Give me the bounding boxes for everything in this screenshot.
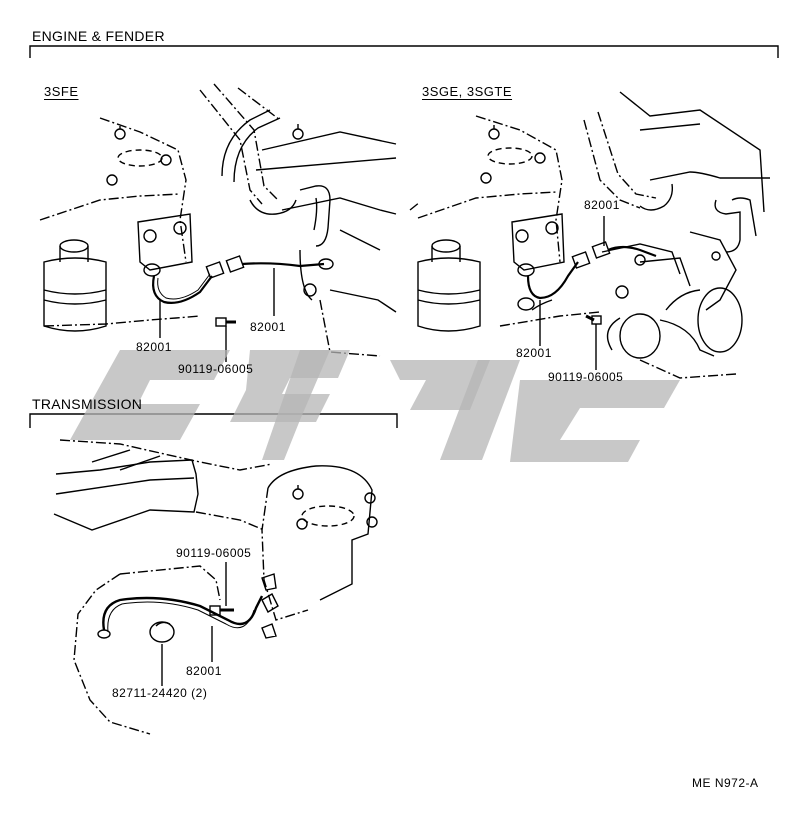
panel-title-3sfe: 3SFE (44, 84, 79, 99)
part-label-82001-left-b: 82001 (250, 320, 286, 334)
figure-code: ME N972-A (692, 776, 759, 790)
section-transmission: TRANSMISSION (32, 396, 143, 412)
right-engine-drawing (409, 91, 770, 379)
part-label-bolt-transmission: 90119-06005 (176, 546, 252, 560)
panel-title-3sge-3sgte: 3SGE, 3SGTE (422, 84, 513, 99)
part-label-clamp: 82711-24420 (2) (112, 686, 208, 700)
transmission-drawing (53, 439, 378, 735)
watermark-logo (70, 350, 680, 462)
part-label-82001-right-top: 82001 (584, 198, 620, 212)
part-label-82001-left-a: 82001 (136, 340, 172, 354)
left-engine-drawing (39, 83, 397, 362)
part-label-82001-transmission: 82001 (186, 664, 222, 678)
engine-fender-bracket (29, 45, 779, 58)
part-label-82001-right-bottom: 82001 (516, 346, 552, 360)
part-label-bolt-right: 90119-06005 (548, 370, 624, 384)
section-engine-fender: ENGINE & FENDER (32, 28, 165, 44)
transmission-bracket (29, 413, 398, 428)
part-label-bolt-left: 90119-06005 (178, 362, 254, 376)
